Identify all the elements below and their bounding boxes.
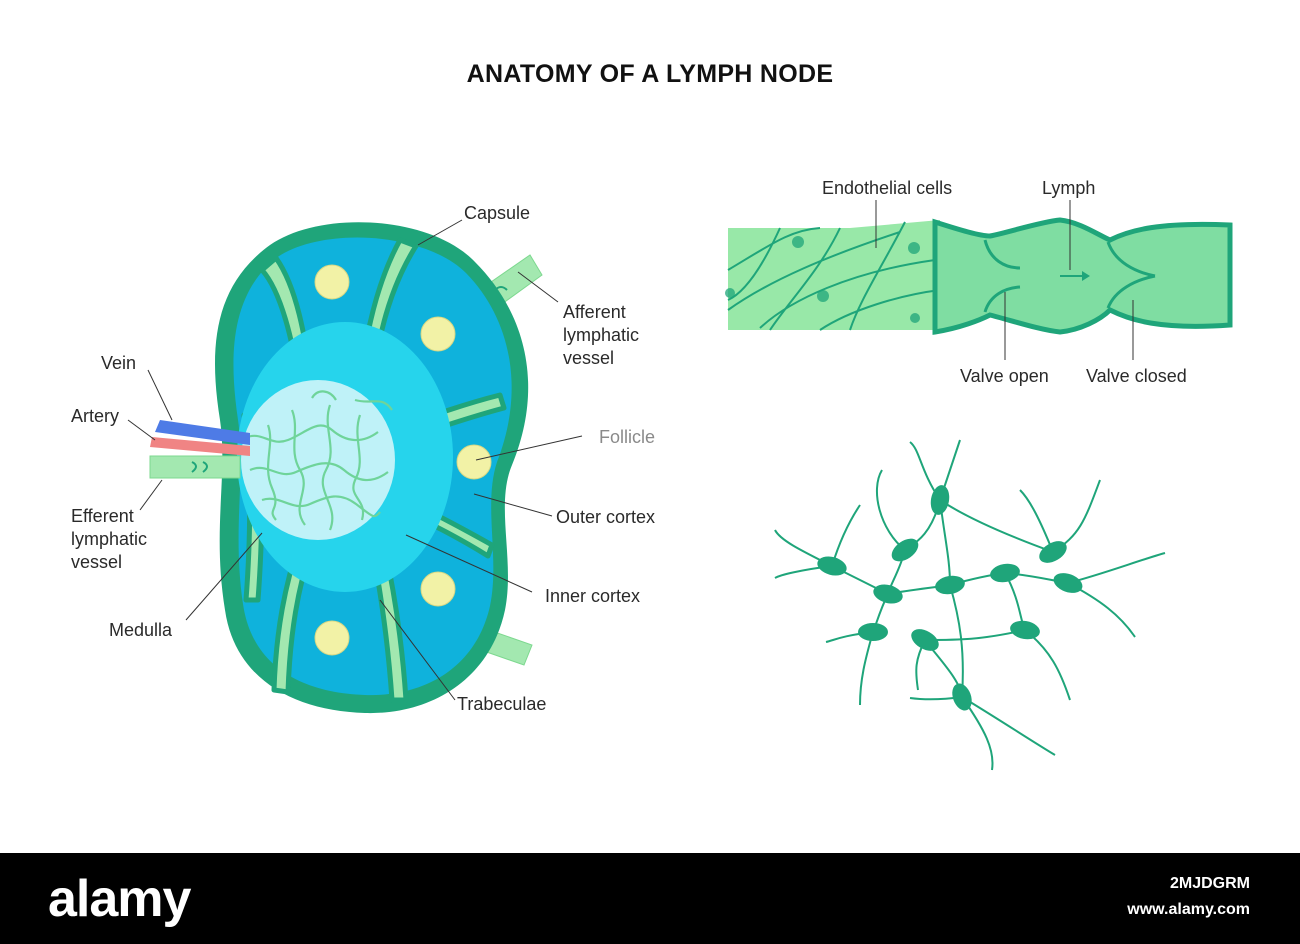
lymphatic-cell-network (774, 439, 1166, 771)
label-medulla: Medulla (109, 620, 173, 640)
label-endothelial-cells: Endothelial cells (822, 178, 953, 198)
footer-bar: alamy 2MJDGRM www.alamy.com (0, 853, 1300, 944)
follicles (314, 264, 492, 656)
label-efferent-vessel: Efferent lymphatic vessel (71, 505, 147, 574)
page-title: ANATOMY OF A LYMPH NODE (466, 60, 834, 88)
label-follicle: Follicle (599, 427, 656, 447)
label-efferent-line-1: Efferent (71, 506, 134, 526)
efferent-vessel (149, 455, 241, 479)
label-trabeculae: Trabeculae (457, 694, 547, 714)
lymphatic-cell-nuclei (817, 485, 1083, 711)
vein (155, 420, 250, 445)
valve-open (983, 239, 1021, 313)
label-inner-cortex: Inner cortex (545, 586, 641, 606)
vessel-leader-lines (875, 200, 1134, 360)
valve-closed (1106, 241, 1156, 309)
footer-url: www.alamy.com (1127, 901, 1250, 918)
lymph-vessel (725, 217, 1233, 335)
label-afferent-vessel: Afferent lymphatic vessel (563, 301, 639, 370)
label-lymph: Lymph (1042, 178, 1096, 198)
label-artery: Artery (71, 406, 120, 426)
label-valve-open: Valve open (960, 366, 1049, 386)
label-afferent-line-3: vessel (563, 348, 615, 368)
label-efferent-line-2: lymphatic (71, 529, 148, 549)
node-leader-lines (127, 219, 583, 701)
label-vein: Vein (101, 353, 137, 373)
label-afferent-line-2: lymphatic (563, 325, 640, 345)
label-capsule: Capsule (464, 203, 531, 223)
label-efferent-line-3: vessel (71, 552, 123, 572)
label-afferent-line-1: Afferent (563, 302, 626, 322)
endothelial-cells (727, 221, 941, 331)
footer-image-id: 2MJDGRM (1169, 875, 1250, 892)
medullary-cords (244, 390, 393, 531)
label-outer-cortex: Outer cortex (556, 507, 656, 527)
lymph-flow-arrow (1060, 271, 1090, 281)
label-valve-closed: Valve closed (1086, 366, 1187, 386)
lymph-node (149, 222, 543, 714)
footer-logo: alamy (48, 870, 191, 928)
artery (150, 437, 250, 456)
